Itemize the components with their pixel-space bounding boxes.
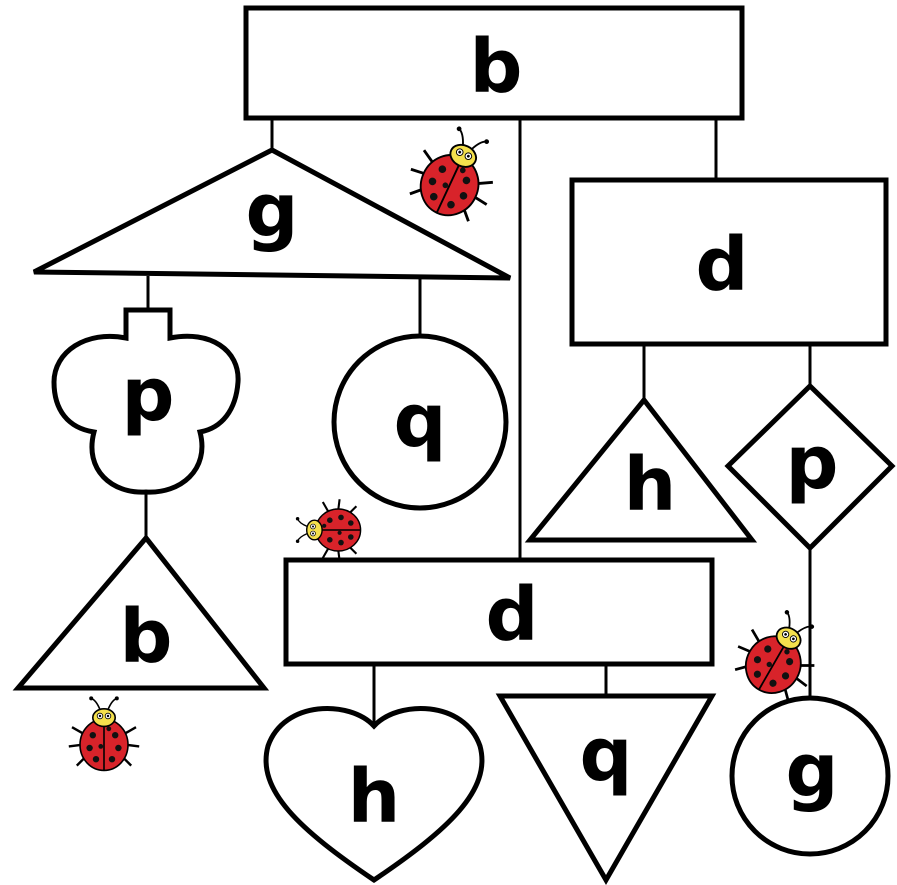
circle-g-letter: g: [786, 728, 839, 814]
circle-q-letter: q: [394, 378, 447, 464]
down-triangle-letter: q: [580, 712, 633, 798]
connector-lines: [144, 118, 812, 726]
triangle-b-letter: b: [120, 594, 173, 680]
down-triangle-shape: q: [495, 693, 717, 885]
cloud-letter: p: [122, 352, 175, 438]
triangle-h-letter: h: [624, 442, 677, 528]
diamond-p-letter: p: [786, 420, 839, 506]
ladybug-icon: [397, 113, 514, 232]
triangle-h-shape: h: [524, 395, 758, 543]
heart-shape: h: [263, 706, 485, 884]
ladybug-icon: [67, 695, 141, 772]
circle-g-shape: g: [729, 695, 891, 857]
middle-rect-shape: d: [283, 557, 715, 667]
ladybug-icon: [723, 596, 837, 711]
right-rect-shape: d: [569, 177, 889, 347]
circle-q-shape: q: [331, 333, 509, 511]
cloud-shape: p: [51, 307, 241, 495]
diamond-p-shape: p: [724, 382, 896, 552]
triangle-b-shape: b: [12, 534, 270, 691]
right-rect-letter: d: [696, 222, 749, 308]
middle-rect-letter: d: [486, 572, 539, 658]
top-rect-letter: b: [470, 24, 523, 110]
ladybug-icon: [294, 498, 362, 562]
heart-letter: h: [348, 754, 401, 840]
top-rect-shape: b: [243, 5, 745, 121]
big-triangle-letter: g: [246, 168, 299, 254]
big-triangle-shape: g: [32, 147, 512, 281]
